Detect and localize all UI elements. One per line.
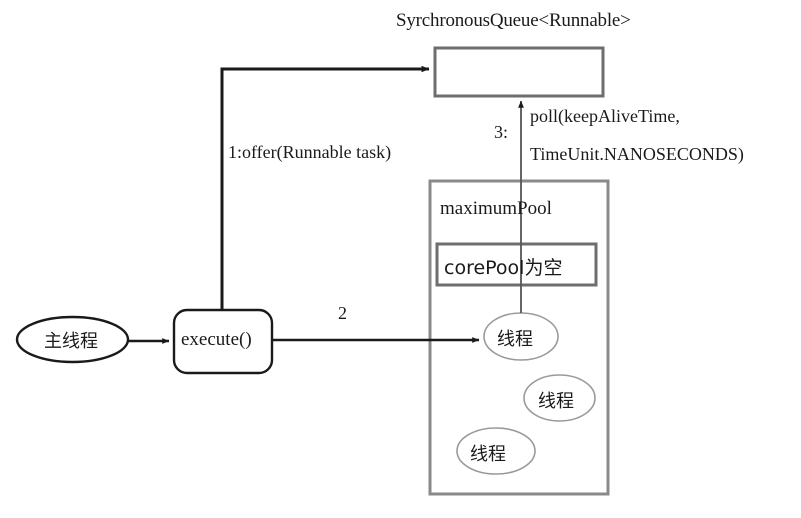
poll-step-number-label: 3: xyxy=(494,122,509,142)
main-thread-ellipse xyxy=(15,315,130,364)
poll-label-line2: TimeUnit.NANOSECONDS) xyxy=(530,144,744,164)
offer-arrow xyxy=(220,65,430,310)
execute-step-number-label: 2 xyxy=(338,303,347,323)
thread-label-2: 线程 xyxy=(538,391,574,412)
offer-step-label: 1:offer(Runnable task) xyxy=(228,142,392,162)
core-pool-box xyxy=(435,242,598,287)
queue-title: SyrchronousQueue<Runnable> xyxy=(396,10,631,31)
execute-label: execute() xyxy=(181,329,252,350)
core-pool-label: corePool为空 xyxy=(444,257,563,279)
poll-label-line1: poll(keepAliveTime, xyxy=(530,106,680,126)
thread-label-3: 线程 xyxy=(470,444,506,465)
thread-ellipse-2 xyxy=(523,374,596,422)
thread-label-1: 线程 xyxy=(497,329,533,350)
main-thread-label: 主线程 xyxy=(44,331,98,352)
maximum-pool-label: maximumPool xyxy=(440,198,552,219)
thread-ellipse-3 xyxy=(456,427,536,475)
synchronous-queue-box xyxy=(433,46,605,98)
